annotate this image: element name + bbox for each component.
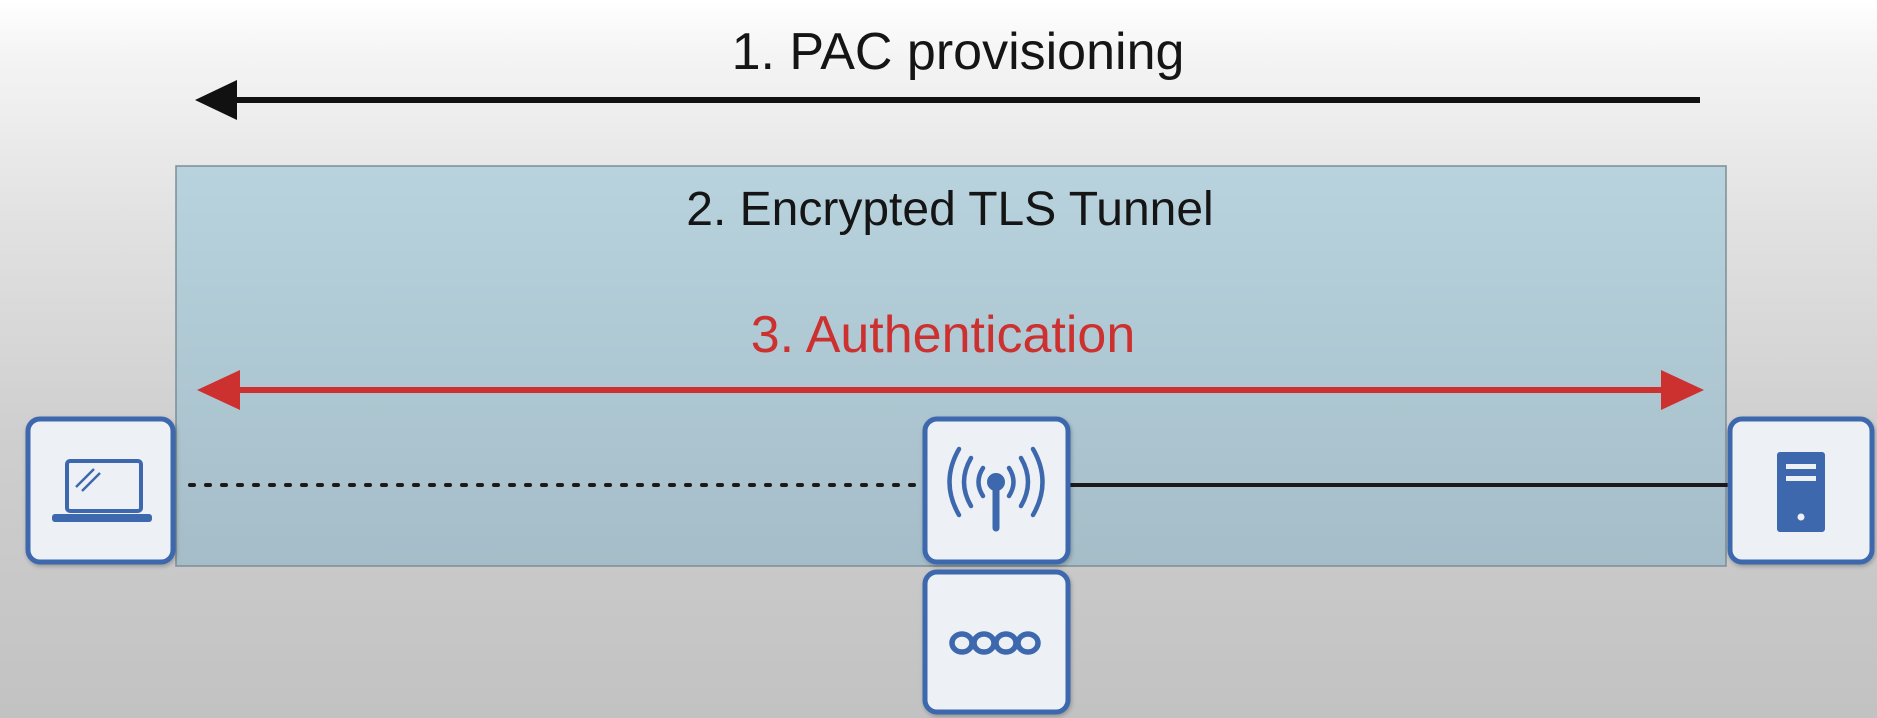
authentication-label: 3. Authentication	[750, 306, 1136, 364]
server-icon	[1777, 452, 1825, 532]
pac-provisioning-label: 1. PAC provisioning	[731, 23, 1185, 81]
tls-tunnel-label: 2. Encrypted TLS Tunnel	[686, 183, 1214, 236]
wireless-access-point-icon	[947, 446, 1045, 532]
wireless-lan-controller-icon	[949, 631, 1041, 655]
pac-provisioning-arrow	[195, 80, 1700, 120]
client-laptop-device	[25, 416, 176, 565]
laptop-icon	[52, 459, 152, 522]
authentication-arrow	[197, 370, 1704, 410]
